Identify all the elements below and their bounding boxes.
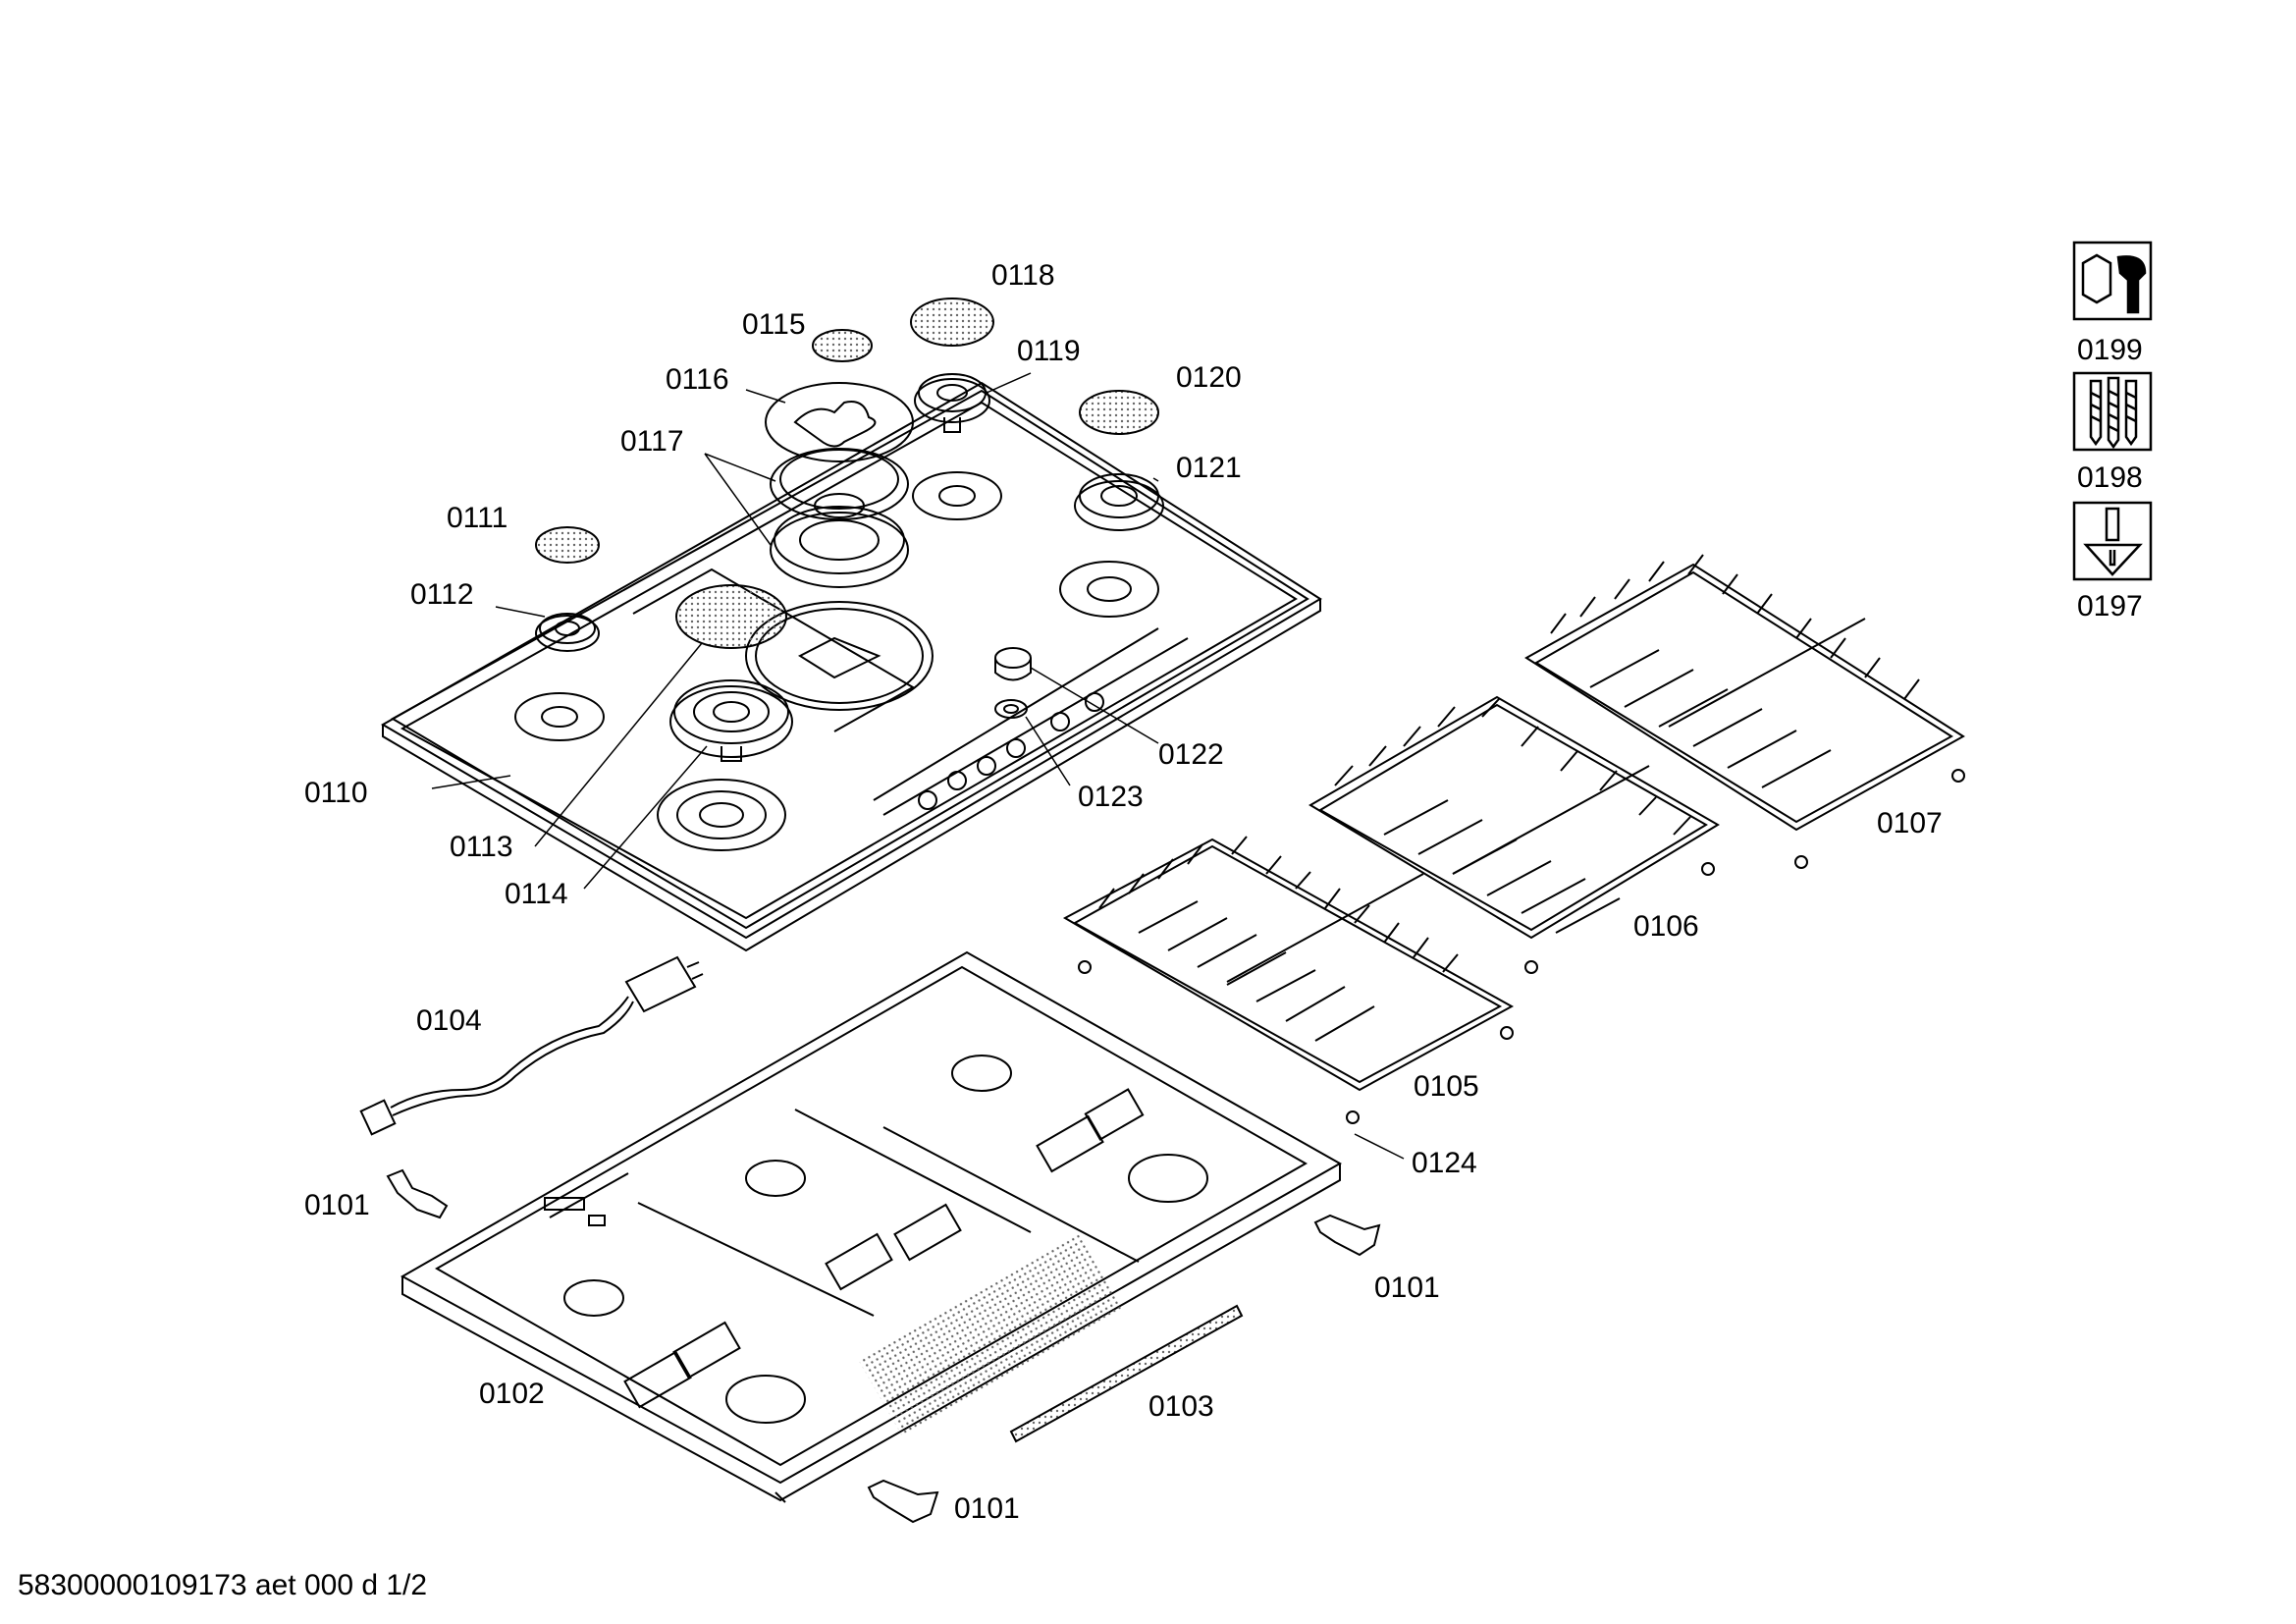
part-label-0118: 0118 <box>991 259 1055 292</box>
part-label-0117: 0117 <box>620 425 684 458</box>
part-label-0111: 0111 <box>447 502 508 534</box>
mounting-clip-right <box>1313 1214 1381 1257</box>
part-label-0106: 0106 <box>1633 910 1699 943</box>
part-label-0101-left: 0101 <box>304 1189 370 1221</box>
part-label-0121: 0121 <box>1176 452 1242 484</box>
part-label-0103: 0103 <box>1148 1390 1214 1423</box>
document-footer-code: 58300000109173 aet 000 d 1/2 <box>18 1569 428 1601</box>
part-label-0102: 0102 <box>479 1378 545 1410</box>
ignition-part <box>994 699 1028 719</box>
burner-cap-0115 <box>812 329 873 362</box>
part-label-0115: 0115 <box>742 308 806 341</box>
leader-lines <box>431 372 1405 1160</box>
side-icon-label-0197: 0197 <box>2077 590 2143 623</box>
control-knob <box>994 647 1032 681</box>
part-label-0116: 0116 <box>666 363 729 396</box>
side-icons <box>2072 241 2153 581</box>
part-label-0113: 0113 <box>450 831 513 863</box>
burner-cap-0113 <box>675 584 787 649</box>
part-label-0101-right: 0101 <box>1374 1272 1440 1304</box>
burner-small-left <box>535 613 600 652</box>
burner-cap-0111 <box>535 526 600 564</box>
part-label-0114: 0114 <box>505 878 568 910</box>
part-label-0110: 0110 <box>304 777 368 809</box>
seal-strip <box>1009 1304 1244 1443</box>
screws-icon <box>2072 371 2153 452</box>
part-label-0120: 0120 <box>1176 361 1242 394</box>
part-label-0122: 0122 <box>1158 738 1224 771</box>
screwdriver-icon <box>2072 501 2153 581</box>
part-label-0119: 0119 <box>1017 335 1081 367</box>
burner-rear-center <box>914 373 990 433</box>
burner-cap-0120 <box>1079 390 1159 435</box>
part-label-0123: 0123 <box>1078 781 1144 813</box>
mounting-clip-left <box>386 1168 449 1219</box>
part-label-0104: 0104 <box>416 1004 482 1037</box>
part-label-0112: 0112 <box>410 578 474 611</box>
wrench-nut-icon <box>2072 241 2153 321</box>
burner-rear-right <box>1074 473 1164 531</box>
bottom-tray <box>400 950 1343 1503</box>
side-icon-label-0198: 0198 <box>2077 461 2143 494</box>
burner-cap-0118 <box>910 298 994 347</box>
pan-support-0106 <box>1308 695 1720 940</box>
power-cable <box>359 955 704 1136</box>
part-label-0105: 0105 <box>1414 1070 1479 1103</box>
burner-large-front <box>669 679 793 762</box>
side-icon-label-0199: 0199 <box>2077 334 2143 366</box>
cooktop-top-plate <box>381 381 1322 952</box>
mounting-clip-bottom <box>867 1479 939 1524</box>
part-label-0101-bottom: 0101 <box>954 1492 1020 1525</box>
pan-support-0105 <box>1062 836 1515 1092</box>
rubber-feet <box>1078 769 1965 1124</box>
part-label-0124: 0124 <box>1412 1147 1477 1179</box>
part-label-0107: 0107 <box>1877 807 1943 839</box>
wok-burner-assembly <box>765 382 914 588</box>
pan-support-0107 <box>1524 554 1965 832</box>
